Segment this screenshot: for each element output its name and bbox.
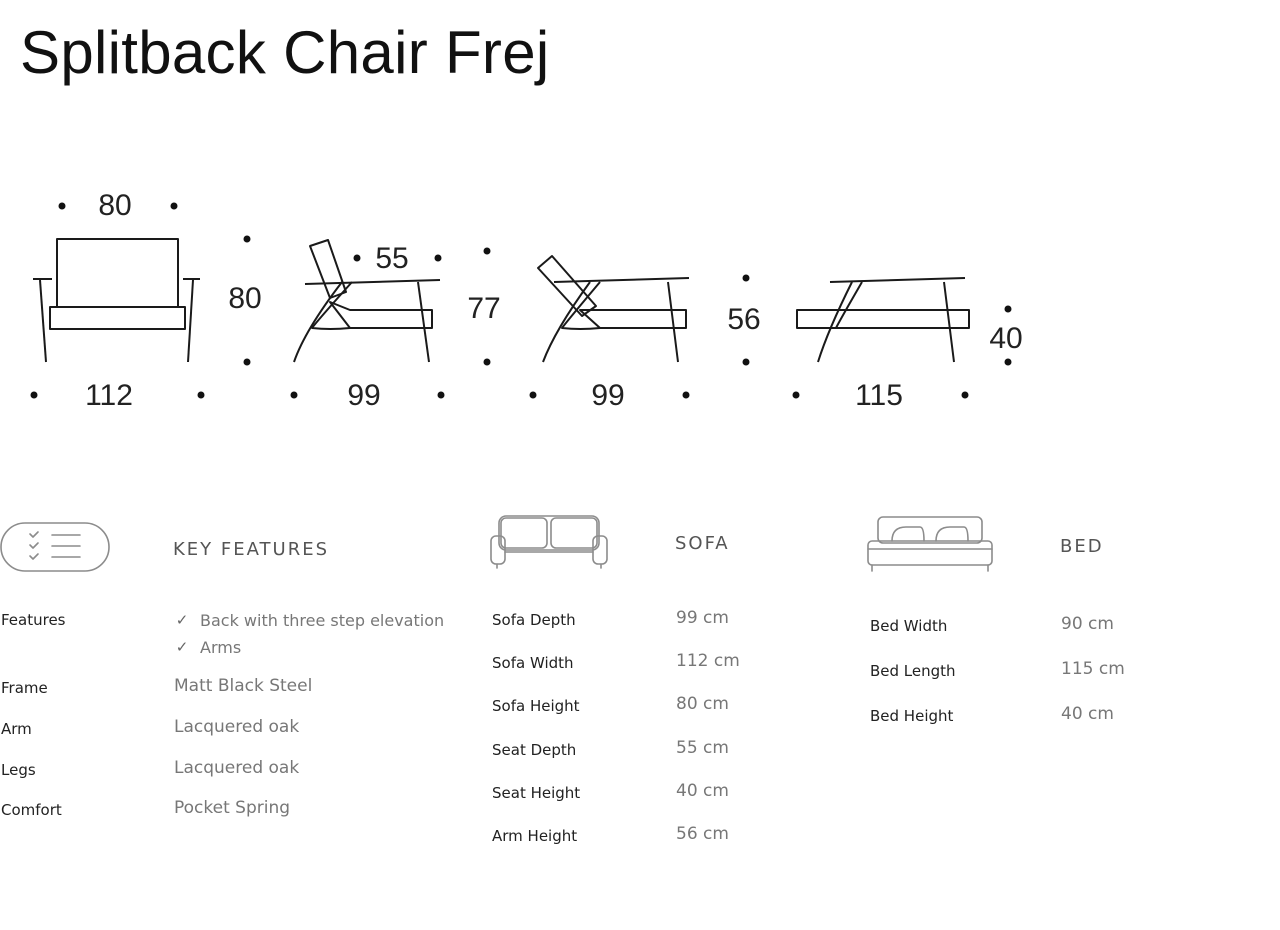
page-title: Splitback Chair Frej [20, 19, 550, 86]
dimension-dot [243, 235, 251, 243]
sofa-height-value: 80 cm [676, 694, 729, 714]
side1-seat-depth-label: 55 [375, 242, 408, 275]
legs-label: Legs [1, 761, 36, 779]
comfort-value: Pocket Spring [174, 798, 291, 818]
front-height-label: 80 [228, 282, 261, 315]
dimension-dot [742, 358, 750, 366]
checklist-icon [0, 522, 110, 572]
bed-width-label: Bed Width [870, 617, 948, 635]
front-width-bottom-label: 112 [85, 379, 133, 412]
frame-label: Frame [1, 679, 48, 697]
bed-height-label: Bed Height [870, 707, 954, 725]
chair-bed-view [796, 277, 970, 363]
dimension-dot [792, 391, 800, 399]
side2-backrest [537, 255, 597, 317]
side1-backrest [309, 239, 347, 299]
side2-seat [579, 309, 687, 329]
legs-value: Lacquered oak [174, 758, 300, 778]
seat-height-label: Seat Height [492, 784, 581, 802]
dimension-dot [682, 391, 690, 399]
dimension-dot [243, 358, 251, 366]
checkmark-icon: ✓ [175, 639, 189, 656]
dimension-dot [961, 391, 969, 399]
arm-height-label: Arm Height [492, 827, 578, 845]
dimension-dot [353, 254, 361, 262]
bed-length-label: 115 [855, 379, 903, 412]
chair-side-view-reclined [537, 255, 690, 363]
frame-value: Matt Black Steel [174, 676, 313, 696]
bed-mattress [796, 309, 970, 329]
dimension-dot [1004, 358, 1012, 366]
feature-text: Arms [200, 637, 242, 657]
dimension-dot [58, 202, 66, 210]
sofa-icon [490, 515, 608, 569]
bed-icon [867, 516, 993, 572]
bed-height-value: 40 cm [1061, 704, 1114, 724]
dimension-dot [529, 391, 537, 399]
sofa-depth-value: 99 cm [676, 608, 729, 628]
front-backrest [56, 238, 179, 308]
dimension-diagrams: 80 80 112 55 77 99 56 99 [30, 189, 1023, 412]
sofa-width-value: 112 cm [676, 651, 740, 671]
sofa-height-label: Sofa Height [492, 697, 580, 715]
bed-height-label: 40 [989, 322, 1022, 355]
bed-length-label: Bed Length [870, 662, 956, 680]
side1-depth-label: 99 [347, 379, 380, 412]
feature-text: Back with three step elevation [200, 610, 445, 630]
sofa-depth-label: Sofa Depth [492, 611, 576, 629]
dimension-dot [434, 254, 442, 262]
features-list: ✓ Back with three step elevation ✓ Arms [174, 609, 444, 658]
dimension-dot [1004, 305, 1012, 313]
dimension-dot [742, 274, 750, 282]
front-seat [49, 306, 186, 330]
key-features-heading: KEY FEATURES [173, 539, 330, 560]
arm-label: Arm [1, 720, 32, 738]
list-item: ✓ Back with three step elevation [174, 609, 444, 631]
arm-height-value: 56 cm [676, 824, 729, 844]
side1-seat [329, 301, 433, 329]
comfort-label: Comfort [1, 801, 62, 819]
bed-heading: BED [1060, 536, 1104, 557]
chair-front-view [33, 238, 200, 363]
sofa-width-label: Sofa Width [492, 654, 574, 672]
dimension-dot [437, 391, 445, 399]
seat-depth-label: Seat Depth [492, 741, 577, 759]
side2-arm-height-label: 56 [727, 303, 760, 336]
dimension-dot [30, 391, 38, 399]
bed-length-value: 115 cm [1061, 659, 1125, 679]
chair-side-view-upright [293, 239, 441, 363]
dimension-dot [290, 391, 298, 399]
dimension-dot [197, 391, 205, 399]
side2-depth-label: 99 [591, 379, 624, 412]
front-width-top-label: 80 [98, 189, 131, 222]
checkmark-icon: ✓ [175, 612, 189, 629]
seat-height-value: 40 cm [676, 781, 729, 801]
dimension-dot [483, 247, 491, 255]
list-item: ✓ Arms [174, 636, 444, 658]
arm-value: Lacquered oak [174, 717, 300, 737]
seat-depth-value: 55 cm [676, 738, 729, 758]
sofa-heading: SOFA [675, 533, 730, 554]
features-label: Features [1, 611, 66, 629]
dimension-dot [483, 358, 491, 366]
dimension-dot [170, 202, 178, 210]
bed-width-value: 90 cm [1061, 614, 1114, 634]
side1-height-label: 77 [467, 292, 500, 325]
